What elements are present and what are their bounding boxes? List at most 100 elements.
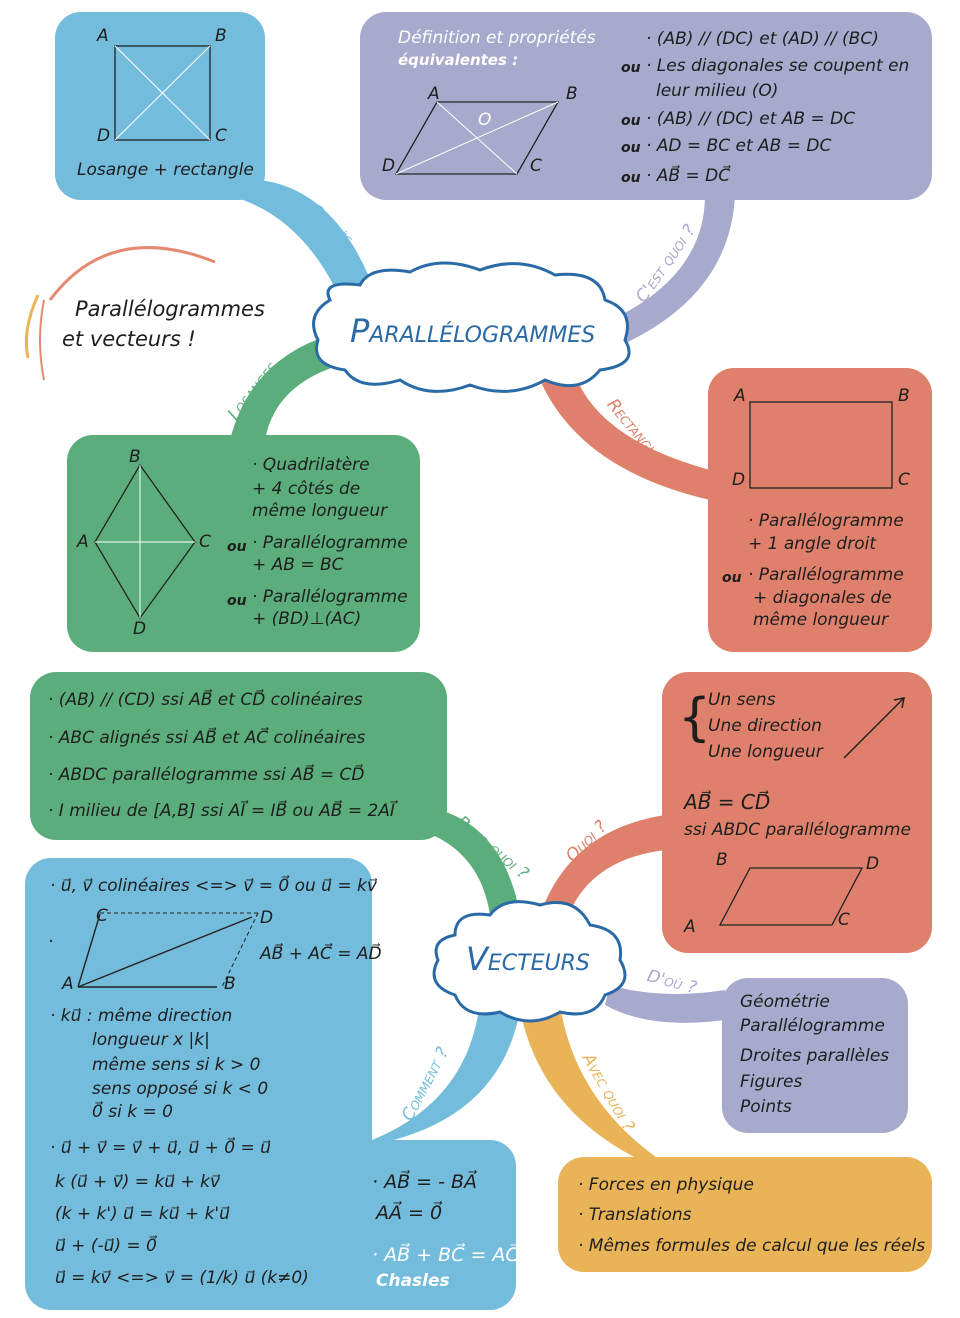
quoi-item: Une longueur: [708, 742, 823, 762]
definition-heading2: équivalentes :: [398, 51, 519, 69]
rhombus-figure: [94, 463, 196, 620]
losange-item: · Parallélogramme: [252, 587, 408, 607]
map-title-line2: et vecteurs !: [62, 327, 196, 351]
branch-comment: [372, 1000, 520, 1145]
avecquoi-item: · Mêmes formules de calcul que les réels: [578, 1236, 926, 1256]
label-b: B: [224, 974, 236, 994]
definition-box: Définition et propriétés équivalentes : …: [360, 12, 932, 200]
chasles-equation: · AB⃗ + BC⃗ = AC⃗: [372, 1244, 519, 1266]
losange-item: + (BD)⊥(AC): [252, 609, 362, 629]
def-item: leur milieu (O): [656, 81, 779, 101]
square-figure: [114, 45, 211, 141]
branch-cest-quoi: [600, 195, 735, 350]
quoi-item: Une direction: [708, 716, 822, 736]
pourquoi-item: · ABDC parallélogramme ssi AB⃗ = CD⃗: [48, 765, 365, 785]
branch-quoi: [540, 815, 665, 925]
vector-sum-equation: AB⃗ + AC⃗ = AD⃗: [260, 944, 382, 964]
pourquoi-item: · ABC alignés ssi AB⃗ et AC⃗ colinéaires: [48, 728, 366, 748]
dou-item: Points: [740, 1097, 792, 1117]
label-a: A: [62, 974, 74, 994]
rect-item: même longueur: [753, 610, 889, 630]
label-b: B: [215, 26, 227, 46]
comment-item: ·: [48, 932, 54, 952]
label-a: A: [684, 917, 696, 937]
comment-box: [25, 858, 372, 1310]
label-c: C: [96, 906, 108, 926]
ou: ou: [227, 539, 247, 555]
label-a: A: [97, 26, 109, 46]
pourquoi-item: · I milieu de [A,B] ssi AI⃗ = IB⃗ ou AB⃗…: [48, 801, 395, 821]
quoi-box: { Un sens Une direction Une longueur AB⃗…: [662, 672, 932, 953]
map-title-line1: Parallélogrammes: [75, 297, 265, 321]
branch-pourquoi: [420, 810, 520, 915]
label-b: B: [129, 447, 141, 467]
rect-item: · Parallélogramme: [748, 511, 904, 531]
dou-item: Droites parallèles: [740, 1046, 890, 1066]
comment-item: (k + k') u⃗ = ku⃗ + k'u⃗: [55, 1204, 230, 1224]
branch-carres: [200, 180, 378, 310]
branch-losanges: [230, 335, 340, 440]
losange-box: B A C D · Quadrilatère + 4 côtés de même…: [67, 435, 420, 652]
def-item: · (AB) // (DC) et (AD) // (BC): [646, 29, 879, 49]
comment-item: · u⃗ + v⃗ = v⃗ + u⃗, u⃗ + 0⃗ = u⃗: [50, 1138, 271, 1158]
quoi-equation: AB⃗ = CD⃗: [684, 790, 771, 814]
center-vecteurs: Vecteurs: [466, 940, 590, 978]
dou-item: Figures: [740, 1072, 803, 1092]
branch-dou: [605, 985, 725, 1023]
ou: ou: [227, 593, 247, 609]
branch-avec-quoi: [520, 1005, 660, 1160]
label-a: A: [734, 386, 746, 406]
label-d: D: [133, 619, 147, 639]
cloud-vecteurs: [432, 900, 627, 1023]
ou: ou: [722, 570, 742, 586]
title-arc-orange: [24, 294, 40, 359]
label-d: D: [260, 908, 274, 928]
rectangle-box: A B C D · Parallélogramme + 1 angle droi…: [708, 368, 932, 652]
def-item: · AB⃗ = DC⃗: [646, 166, 731, 186]
title-arc-red2: [39, 299, 45, 381]
def-item: · AD = BC et AB = DC: [646, 136, 832, 156]
rect-item: + 1 angle droit: [748, 534, 877, 554]
avecquoi-item: · Translations: [578, 1205, 692, 1225]
comment-item: u⃗ + (-u⃗) = 0⃗: [55, 1236, 157, 1256]
label-d: D: [866, 854, 880, 874]
cloud-parallelogrammes: [312, 261, 631, 393]
label-b: B: [716, 850, 728, 870]
comment-item: sens opposé si k < 0: [92, 1079, 269, 1099]
comment-item: · ku⃗ : même direction: [50, 1006, 233, 1026]
dou-item: Parallélogramme: [740, 1016, 885, 1036]
comment-item: même sens si k > 0: [92, 1055, 261, 1075]
dou-box: Géométrie Parallélogramme Droites parall…: [722, 978, 908, 1133]
rect-item: · Parallélogramme: [748, 565, 904, 585]
losange-item: · Quadrilatère: [252, 455, 370, 475]
comment-extra: · AB⃗ = - BA⃗: [372, 1171, 478, 1193]
vector-arrow-figure: [718, 697, 905, 926]
quoi-equation2: ssi ABDC parallélogramme: [684, 820, 911, 840]
label-c: C: [898, 470, 910, 490]
losange-item: + AB = BC: [252, 555, 344, 575]
dou-item: Géométrie: [740, 992, 830, 1012]
comment-item: 0⃗ si k = 0: [92, 1102, 173, 1122]
def-item: · (AB) // (DC) et AB = DC: [646, 109, 856, 129]
pourquoi-box: · (AB) // (CD) ssi AB⃗ et CD⃗ colinéaire…: [30, 672, 447, 840]
def-item: · Les diagonales se coupent en: [646, 56, 910, 76]
label-a: A: [428, 84, 440, 104]
label-c: C: [215, 126, 227, 146]
label-c: C: [838, 910, 850, 930]
label-b: B: [898, 386, 910, 406]
losange-item: même longueur: [252, 501, 388, 521]
rect-item: + diagonales de: [753, 588, 892, 608]
label-d: D: [732, 470, 746, 490]
label-o: O: [478, 110, 492, 130]
label-a: A: [77, 532, 89, 552]
comment-item: longueur x |k|: [92, 1030, 210, 1050]
label-c: C: [199, 532, 211, 552]
parallelogram-figure: [394, 101, 560, 175]
pourquoi-item: · (AB) // (CD) ssi AB⃗ et CD⃗ colinéaire…: [48, 690, 363, 710]
losange-item: · Parallélogramme: [252, 533, 408, 553]
comment-item: k (u⃗ + v⃗) = ku⃗ + kv⃗: [55, 1172, 221, 1192]
carre-box: A B C D Losange + rectangle: [55, 12, 265, 200]
label-c: C: [530, 156, 542, 176]
comment-box-extension: [340, 1140, 516, 1310]
